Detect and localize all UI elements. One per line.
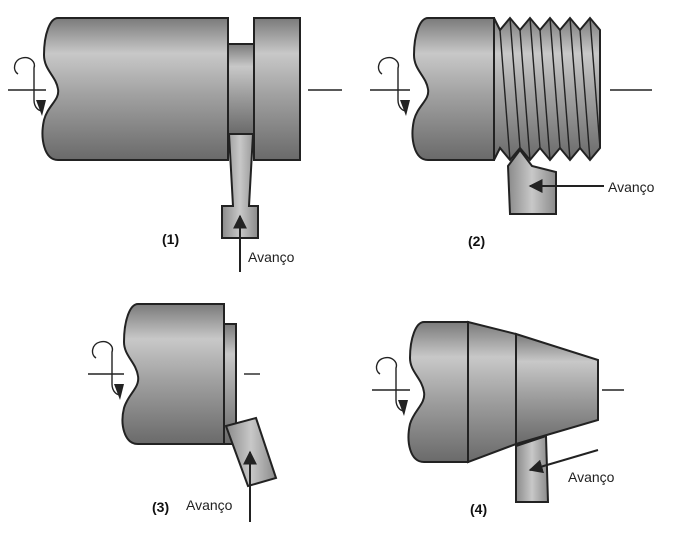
cutting-tool <box>221 133 259 239</box>
feed-label: Avanço <box>248 249 295 265</box>
rotation-arrow-icon <box>114 384 124 400</box>
rotation-arrow-icon <box>377 56 407 112</box>
workpiece <box>121 303 225 445</box>
taper-section <box>515 332 599 446</box>
panel-number: (3) <box>152 499 169 515</box>
rotation-arrow-icon <box>375 356 405 412</box>
panel-2-threading: Avanço (2) <box>370 16 655 249</box>
panel-1-grooving: Avanço (1) <box>8 17 342 272</box>
faced-end <box>223 323 237 445</box>
rotation-arrow-icon <box>91 340 121 396</box>
feed-label: Avanço <box>568 469 615 485</box>
workpiece <box>407 321 469 463</box>
panel-number: (2) <box>468 233 485 249</box>
workpiece <box>41 17 229 161</box>
workpiece <box>411 17 495 161</box>
feed-label: Avanço <box>608 179 655 195</box>
workpiece-collar <box>253 17 301 161</box>
groove <box>227 43 255 135</box>
panel-3-facing: Avanço (3) <box>88 303 278 522</box>
rotation-arrow-icon <box>400 100 410 116</box>
feed-arrow-icon <box>528 449 599 474</box>
panel-number: (1) <box>162 231 179 247</box>
panel-4-taper-turning: Avanço (4) <box>372 320 624 517</box>
rotation-arrow-icon <box>36 100 46 116</box>
thread-flanks <box>499 17 601 161</box>
panel-number: (4) <box>470 501 487 517</box>
rotation-arrow-icon <box>398 400 408 416</box>
taper-section <box>467 320 517 464</box>
rotation-arrow-icon <box>13 56 43 112</box>
feed-label: Avanço <box>186 497 233 513</box>
